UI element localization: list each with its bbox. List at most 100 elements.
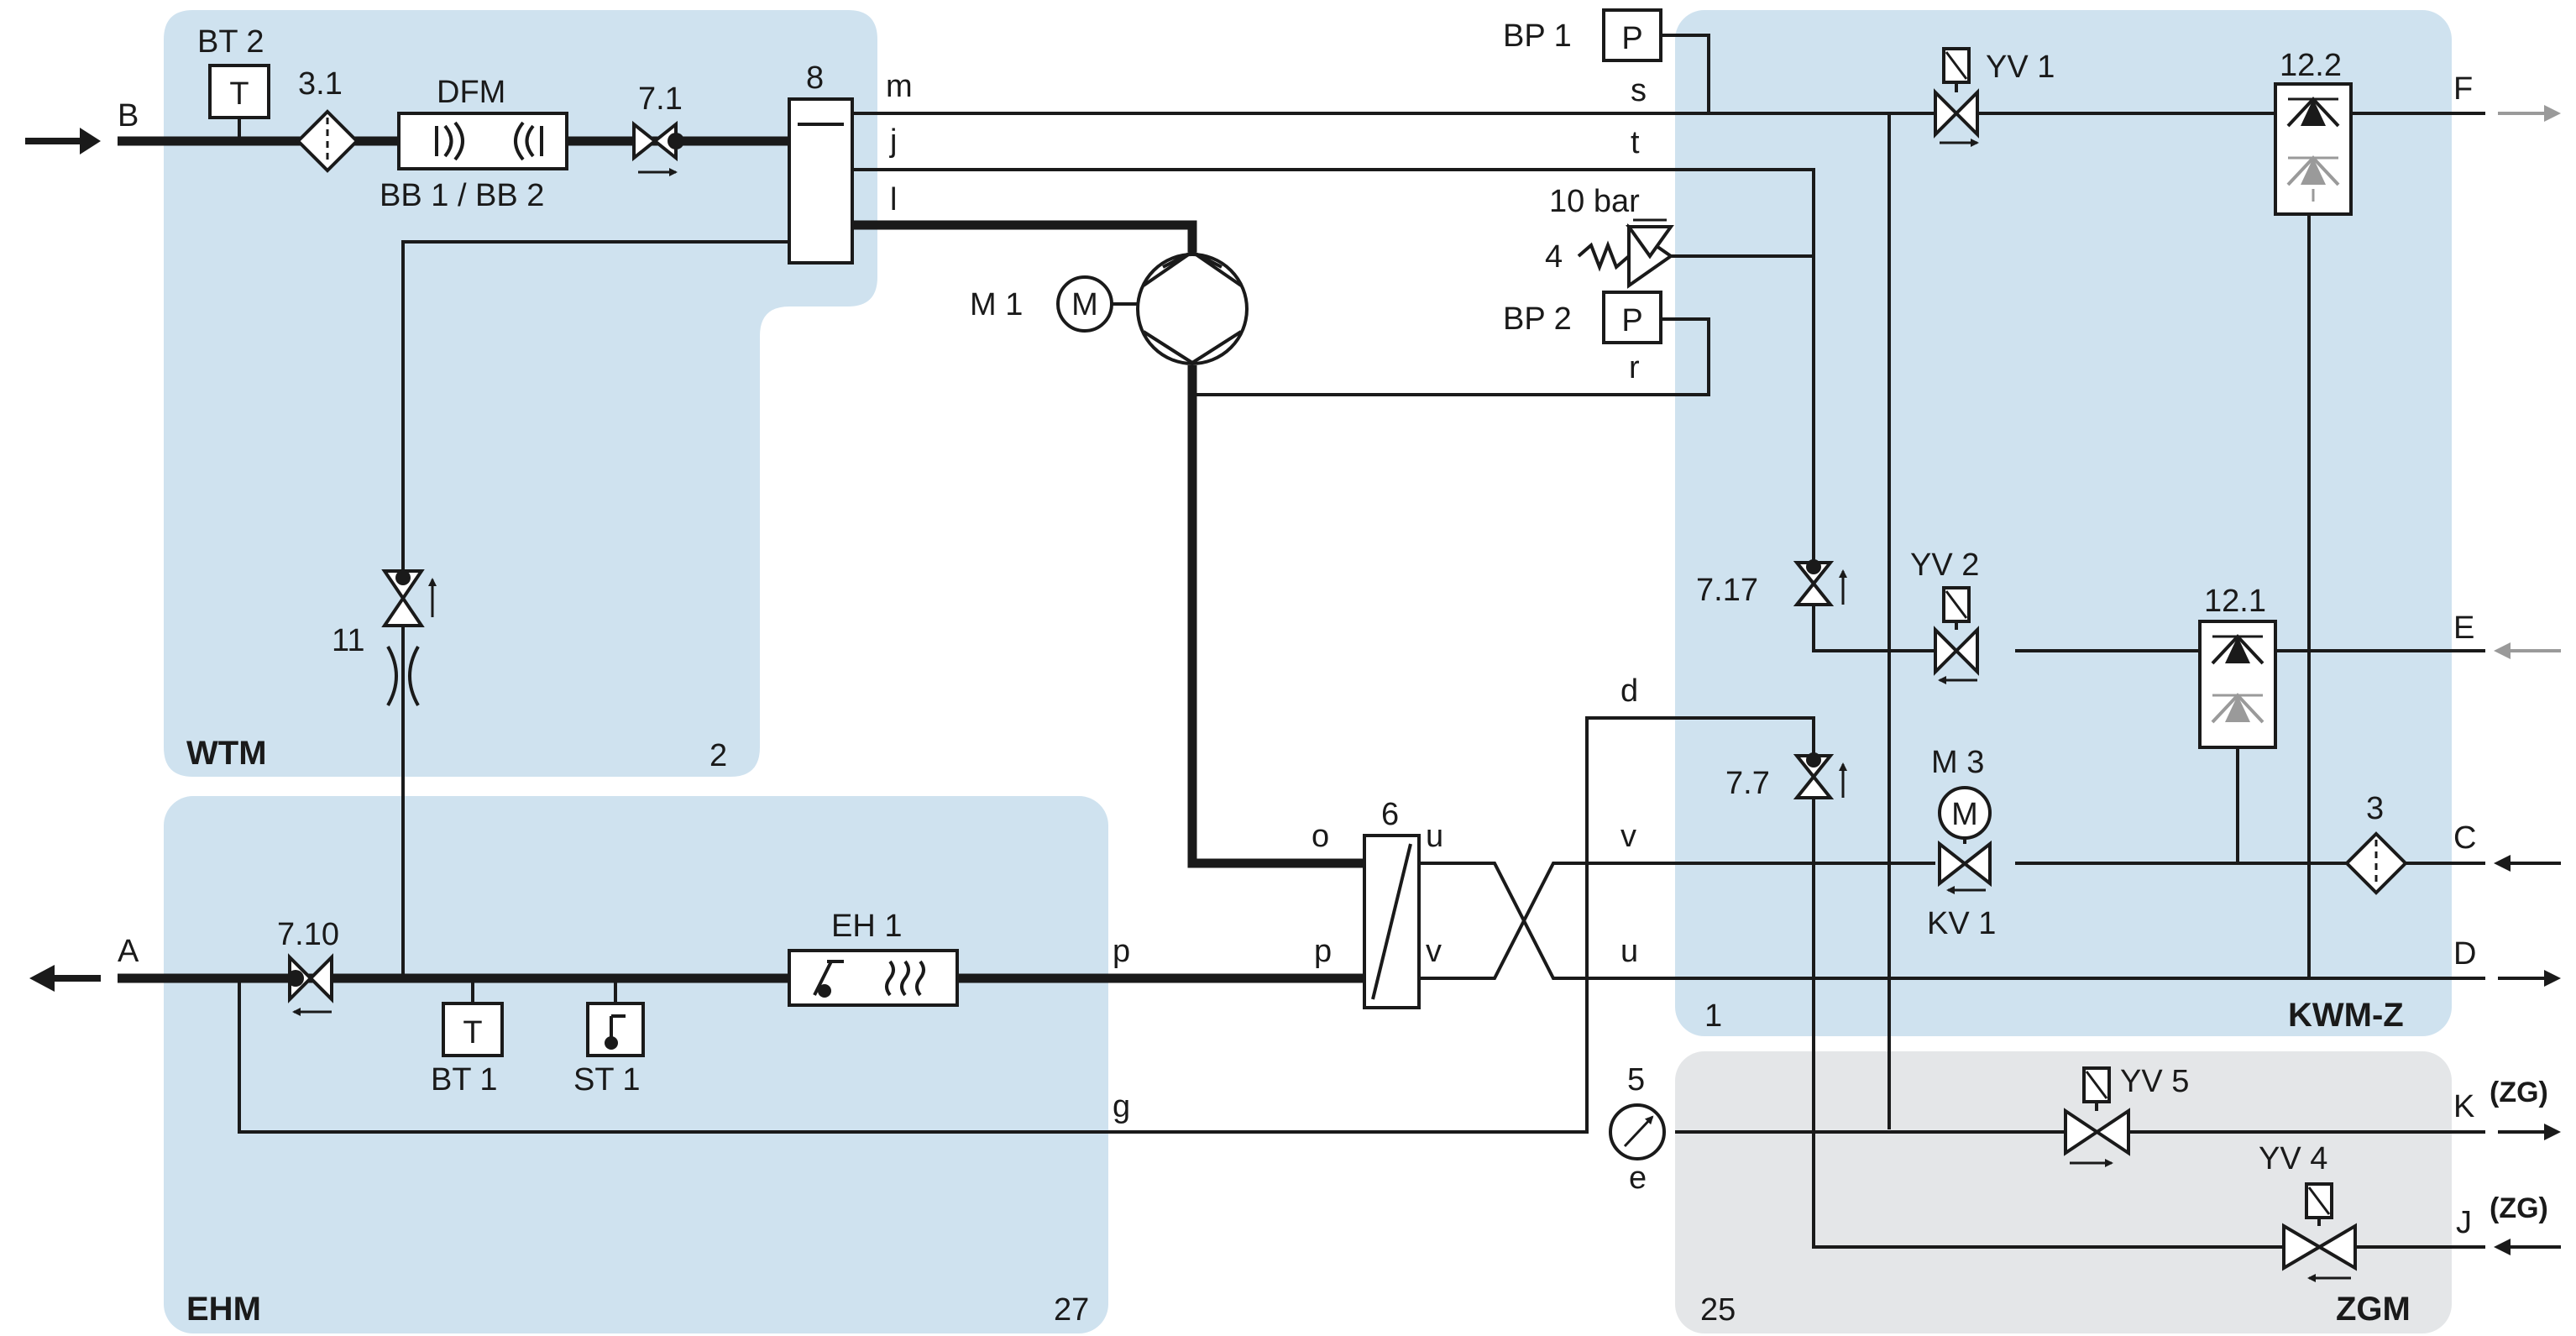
bp2-pressure-sensor: P: [1602, 291, 1662, 344]
port-f-label: F: [2453, 71, 2473, 107]
port-c-label: C: [2453, 820, 2476, 856]
hx6-label: 6: [1381, 797, 1399, 832]
bt2-symbol: T: [229, 76, 249, 112]
bt1-temperature-sensor: T: [442, 1002, 504, 1057]
pipe-s-label: s: [1631, 73, 1647, 108]
bt2-label: BT 2: [197, 24, 264, 60]
heat-exchanger-6: [1363, 834, 1421, 1009]
motor-valve-kv1-icon: M: [1938, 786, 1992, 894]
bp2-symbol: P: [1621, 303, 1642, 338]
st1-thermostat-icon: [586, 1002, 645, 1057]
electric-heater-eh1: [788, 949, 959, 1007]
pipe-p-label: p: [1113, 934, 1130, 969]
safety-valve-pressure: 10 bar: [1549, 184, 1640, 219]
bt2-temperature-sensor: T: [208, 64, 270, 119]
arrow-out-k-icon: [2544, 1124, 2561, 1140]
arrow-in-e-icon: [2494, 642, 2511, 659]
bt1-symbol: T: [463, 1015, 482, 1050]
yv4-label: YV 4: [2259, 1141, 2327, 1176]
port-e-label: E: [2453, 610, 2474, 646]
pipe-u-lower-label: u: [1620, 934, 1638, 969]
v717-label: 7.17: [1696, 573, 1758, 608]
zone-zgm-name: ZGM: [2336, 1291, 2411, 1328]
zone-zgm-number: 25: [1700, 1292, 1736, 1328]
v11-label: 11: [332, 623, 364, 658]
backflow-preventer-12-1-icon: [2198, 620, 2277, 749]
zone-wtm-number: 2: [709, 738, 727, 773]
m3-label: M 3: [1931, 745, 1984, 780]
dfm-flow-meter: [397, 112, 568, 170]
gauge-5-label: 5: [1627, 1062, 1645, 1098]
pressure-gauge-5-icon: [1609, 1103, 1666, 1160]
bb-label: BB 1 / BB 2: [380, 178, 544, 213]
filter-3-1-icon: [296, 109, 359, 173]
valve-7-1-label: 7.1: [638, 81, 683, 117]
backflow-preventer-12-2-icon: [2274, 82, 2353, 216]
yv1-label: YV 1: [1986, 50, 2055, 85]
v710-label: 7.10: [277, 917, 339, 952]
eh1-label: EH 1: [831, 909, 902, 944]
zone-zgm: [1675, 1051, 2452, 1333]
zone-wtm-name: WTM: [186, 735, 267, 772]
pipe-d-label: d: [1620, 673, 1638, 709]
zone-kwm: [1675, 10, 2452, 1036]
pipe-m-label: m: [886, 69, 913, 104]
zone-kwm-number: 1: [1704, 998, 1722, 1034]
f122-label: 12.2: [2280, 48, 2342, 83]
distributor-8-label: 8: [806, 60, 824, 96]
m1-label: M 1: [970, 287, 1023, 322]
pipe-r-label: r: [1629, 350, 1640, 385]
bt1-label: BT 1: [431, 1062, 498, 1098]
pump-m1: M: [1056, 249, 1249, 365]
pipe-v-hx-label: v: [1426, 934, 1442, 969]
solenoid-valve-yv5-icon: [2064, 1066, 2130, 1167]
port-b-label: B: [118, 98, 139, 134]
port-arrows: [25, 105, 2561, 1255]
filter-3-1-label: 3.1: [298, 66, 343, 102]
port-d-label: D: [2453, 936, 2476, 972]
solenoid-valve-yv2-icon: [1934, 586, 1979, 684]
pipe-e-label: e: [1629, 1160, 1647, 1196]
solenoid-valve-yv4-icon: [2282, 1182, 2357, 1282]
safety-valve-number: 4: [1545, 239, 1563, 275]
bp1-symbol: P: [1621, 21, 1642, 56]
arrow-in-b-icon: [80, 128, 101, 155]
v77-label: 7.7: [1725, 766, 1770, 801]
check-valve-11-icon: [381, 569, 437, 706]
pipe-v-upper-label: v: [1620, 819, 1636, 854]
dfm-label: DFM: [437, 75, 505, 110]
bp1-pressure-sensor: P: [1602, 8, 1662, 62]
arrow-in-c-icon: [2494, 855, 2511, 872]
pipe-o-label: o: [1312, 819, 1329, 854]
arrow-out-a-icon: [29, 965, 55, 992]
safety-valve-4-icon: [1577, 218, 1674, 289]
port-k-label: K: [2453, 1089, 2474, 1124]
check-valve-7-7-icon: [1793, 752, 1847, 799]
pipe-t-label: t: [1631, 125, 1640, 160]
port-j-label: J: [2456, 1205, 2472, 1240]
f121-label: 12.1: [2204, 584, 2266, 619]
arrow-in-j-icon: [2494, 1239, 2511, 1255]
port-j-zg-label: (ZG): [2490, 1192, 2548, 1224]
filter-3-label: 3: [2366, 791, 2384, 826]
zone-ehm-number: 27: [1054, 1292, 1089, 1328]
check-valve-7-17-icon: [1793, 559, 1847, 606]
kv1-label: KV 1: [1927, 906, 1996, 941]
zone-kwm-name: KWM-Z: [2288, 997, 2404, 1034]
yv5-label: YV 5: [2120, 1064, 2189, 1099]
st1-label: ST 1: [573, 1062, 641, 1098]
yv2-label: YV 2: [1910, 547, 1979, 583]
zone-wtm: [164, 10, 877, 777]
m3-symbol: M: [1951, 797, 1978, 832]
distributor-8: [788, 97, 854, 265]
pipe-u-hx-label: u: [1426, 819, 1443, 854]
arrow-out-f-icon: [2544, 105, 2561, 122]
filter-3-icon: [2344, 831, 2408, 895]
zone-ehm-name: EHM: [186, 1291, 261, 1328]
pipes: [238, 34, 2485, 1249]
pipe-g-label: g: [1113, 1089, 1130, 1124]
arrow-out-d-icon: [2544, 970, 2561, 987]
m1-symbol: M: [1071, 287, 1098, 322]
port-a-label: A: [118, 934, 139, 969]
